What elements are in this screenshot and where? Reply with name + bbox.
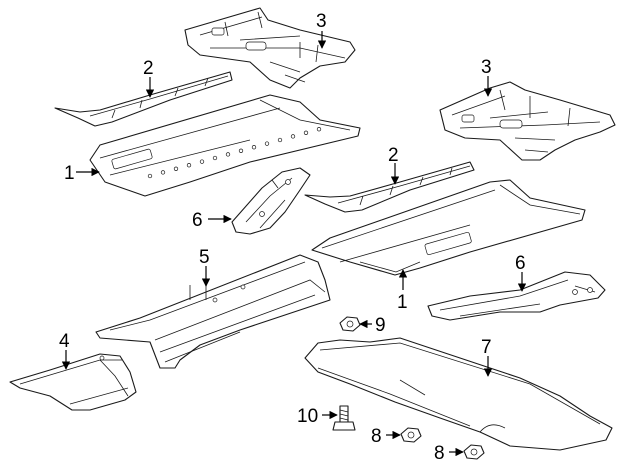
callout-7: 7 [481, 337, 492, 358]
nut-part-8-a [400, 427, 422, 443]
floor-hole [290, 134, 296, 139]
underbody-panel-part-7 [304, 337, 613, 451]
bracket-part-6-right [427, 271, 606, 321]
floor-hole [186, 163, 192, 168]
callout-4: 4 [59, 331, 70, 352]
crossmember-part-3-right [439, 81, 616, 161]
nut-part-8-b [463, 444, 485, 460]
left-floor-hole-pattern [147, 127, 322, 179]
callout-1-mid: 1 [397, 292, 408, 313]
floor-hole [212, 155, 218, 161]
floor-hole [238, 148, 244, 153]
nut-part-9 [339, 316, 361, 332]
floor-pan-part-1-mid [311, 179, 586, 276]
crossmember-part-3-top [184, 7, 356, 89]
callout-6-left: 6 [192, 210, 203, 231]
floor-hole [264, 141, 270, 146]
rail-part-2-mid [304, 161, 475, 213]
callout-10: 10 [297, 406, 318, 427]
rail-part-2-left [54, 71, 233, 127]
tunnel-part-5 [95, 254, 331, 369]
callout-1-left: 1 [64, 163, 75, 184]
callout-3-top: 3 [316, 11, 327, 32]
floor-hole [147, 173, 153, 179]
bracket-part-6-left [231, 167, 311, 235]
callout-8-a: 8 [371, 426, 382, 447]
floor-hole [199, 159, 205, 164]
bolt-part-10 [332, 405, 356, 431]
floor-hole [173, 166, 179, 171]
callout-3-right: 3 [481, 57, 492, 78]
floor-hole [251, 145, 257, 150]
leader-lines [61, 31, 527, 457]
floor-hole [316, 127, 322, 132]
callout-9: 9 [375, 315, 386, 336]
callout-8-b: 8 [434, 443, 445, 464]
floor-pan-part-1-left [89, 94, 361, 197]
floor-hole [160, 170, 166, 175]
callout-5: 5 [199, 247, 210, 268]
callout-2-mid: 2 [388, 145, 399, 166]
floor-hole [303, 130, 309, 135]
floor-hole [277, 137, 283, 143]
heat-shield-part-4 [9, 353, 137, 411]
callout-2-left: 2 [143, 58, 154, 79]
floor-hole [225, 152, 231, 157]
callout-6-right: 6 [515, 253, 526, 274]
